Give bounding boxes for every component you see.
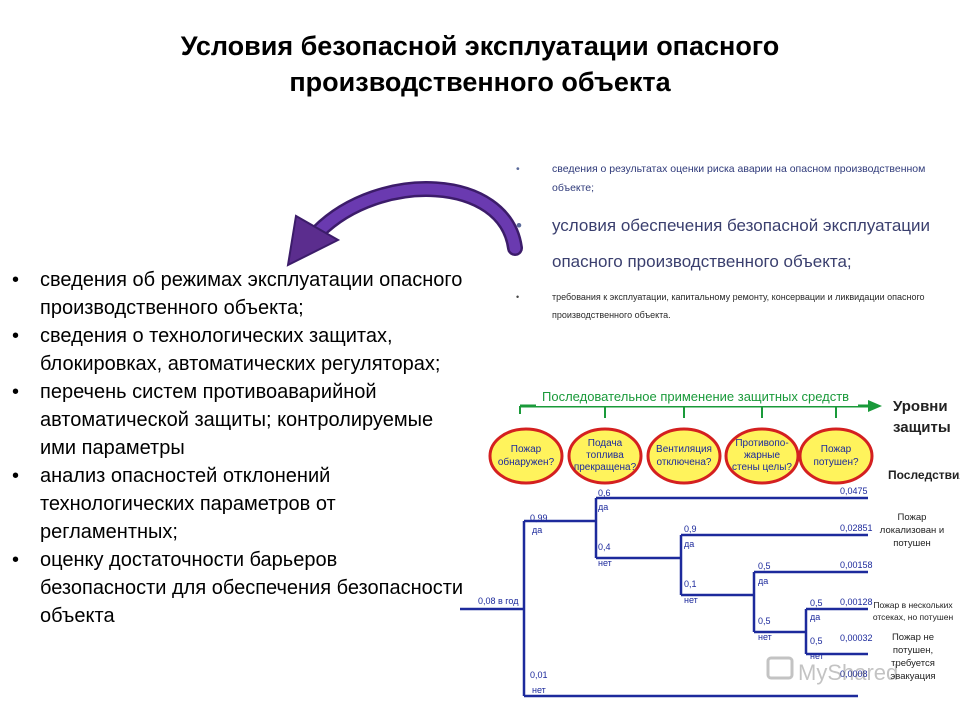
bullet: •: [516, 163, 520, 175]
question-text: прекращена?: [574, 462, 637, 473]
outcome-value: 0,00158: [840, 560, 873, 570]
outcome-label: потушен,: [893, 645, 933, 656]
bullet: •: [12, 381, 20, 403]
branch-answer: да: [684, 539, 694, 549]
header-arrow: Последовательное применение защитных сре…: [519, 384, 882, 418]
question-bubble: [646, 427, 722, 485]
question-bubble: [798, 427, 874, 485]
branch-answer: да: [598, 502, 608, 512]
outcome-label: требуется: [891, 658, 935, 669]
branch-probability: 0,1: [684, 579, 697, 589]
branch-probability: 0,4: [598, 542, 611, 552]
branch-probability: 0,99: [530, 513, 548, 523]
question-text: Пожар: [821, 444, 852, 455]
branch-probability: 0,01: [530, 670, 548, 680]
outcome-value: 0,00128: [840, 597, 873, 607]
outcome-value: 0,0008: [840, 669, 868, 679]
question-text: Противопо-: [735, 438, 788, 449]
branch-answer: нет: [684, 595, 698, 605]
left-list-text: сведения о технологических защитах, блок…: [40, 325, 441, 375]
branch-labels: 0,99 да 0,01 нет 0,6 да 0,4 нет 0,9 да 0…: [530, 488, 824, 695]
right-list-item: • требования к эксплуатации, капитальному…: [510, 288, 955, 324]
levels-label-line1: Уровни: [893, 398, 948, 415]
outcome-label: отсеках, но потушен: [873, 612, 954, 622]
outcome-label: эвакуация: [890, 671, 935, 682]
tree-lines: [460, 496, 868, 698]
outcome-label: потушен: [893, 538, 931, 549]
right-list-text: сведения о результатах оценки риска авар…: [552, 163, 926, 194]
question-bubble: [724, 427, 800, 485]
branch-answer: нет: [532, 685, 546, 695]
watermark: MyShared: [766, 656, 898, 685]
question-text: Подача: [588, 438, 623, 449]
right-list-text: требования к эксплуатации, капитальному …: [552, 292, 925, 320]
outcome-label: Пожар в нескольких: [873, 600, 953, 610]
branch-answer: да: [810, 612, 820, 622]
question-bubbles: Пожар обнаружен? Подача топлива прекраще…: [488, 427, 874, 485]
bullet: •: [12, 325, 20, 347]
question-text: потушен?: [813, 457, 859, 468]
header-arrow-label: Последовательное применение защитных сре…: [542, 389, 849, 404]
left-list-item: • сведения об режимах эксплуатации опасно…: [8, 266, 468, 322]
branch-answer: да: [532, 525, 542, 535]
question-bubble: [488, 427, 564, 485]
branch-answer: нет: [598, 558, 612, 568]
left-bullet-list: • сведения об режимах эксплуатации опасно…: [8, 266, 468, 630]
outcome-value: 0,02851: [840, 523, 873, 533]
outcome-label: локализован и: [880, 525, 944, 536]
outcome-label: Пожар: [898, 512, 927, 523]
outcome-labels: Пожар локализован и потушен Пожар в неск…: [873, 512, 954, 682]
outcome-value: 0,0475: [840, 486, 868, 496]
right-list-text: условия обеспечения безопасной эксплуата…: [552, 216, 931, 271]
branch-answer: да: [758, 576, 768, 586]
bullet: •: [516, 216, 522, 235]
watermark-text: MyShared: [798, 660, 898, 685]
right-list-item: • условия обеспечения безопасной эксплуат…: [510, 208, 955, 280]
branch-answer: нет: [758, 632, 772, 642]
left-list-text: анализ опасностей отклонений технологиче…: [40, 465, 336, 543]
bullet: •: [516, 292, 520, 302]
bullet: •: [12, 549, 20, 571]
question-text: Вентиляция: [656, 444, 712, 455]
question-text: жарные: [744, 450, 781, 461]
question-bubble: [567, 427, 643, 485]
curved-arrow: [286, 181, 523, 267]
question-text: стены целы?: [732, 462, 792, 473]
right-bullet-list: • сведения о результатах оценки риска ава…: [510, 160, 955, 324]
left-list-item: • оценку достаточности барьеров безопасно…: [8, 546, 468, 630]
branch-answer: нет: [810, 651, 824, 661]
left-list-item: • сведения о технологических защитах, бло…: [8, 322, 468, 378]
outcome-value: 0,00032: [840, 633, 873, 643]
question-text: Пожар: [511, 444, 542, 455]
watermark-logo-icon: [766, 656, 794, 680]
branch-probability: 0,9: [684, 524, 697, 534]
branch-probability: 0,5: [758, 616, 771, 626]
page-title: Условия безопасной эксплуатации опасного…: [180, 31, 780, 97]
outcome-label: Пожар не: [892, 632, 934, 643]
left-list-text: перечень систем противоаварийной автомат…: [40, 381, 434, 459]
levels-label-line2: защиты: [893, 419, 951, 436]
initiating-frequency: 0,08 в год: [478, 596, 519, 606]
left-list-text: оценку достаточности барьеров безопаснос…: [40, 549, 464, 627]
bullet: •: [12, 465, 20, 487]
question-text: обнаружен?: [498, 456, 555, 468]
question-text: топлива: [586, 450, 624, 461]
question-text: отключена?: [657, 457, 712, 468]
left-list-text: сведения об режимах эксплуатации опасног…: [40, 269, 463, 319]
outcome-values: 0,0475 0,02851 0,00158 0,00128 0,00032 0…: [840, 486, 873, 679]
branch-probability: 0,5: [758, 561, 771, 571]
branch-probability: 0,5: [810, 598, 823, 608]
left-list-item: • анализ опасностей отклонений технологич…: [8, 462, 468, 546]
right-list-item: • сведения о результатах оценки риска ава…: [510, 160, 955, 198]
left-list-item: • перечень систем противоаварийной автома…: [8, 378, 468, 462]
bullet: •: [12, 269, 20, 291]
consequences-label: Последствия: [888, 468, 960, 482]
branch-probability: 0,6: [598, 488, 611, 498]
branch-probability: 0,5: [810, 636, 823, 646]
